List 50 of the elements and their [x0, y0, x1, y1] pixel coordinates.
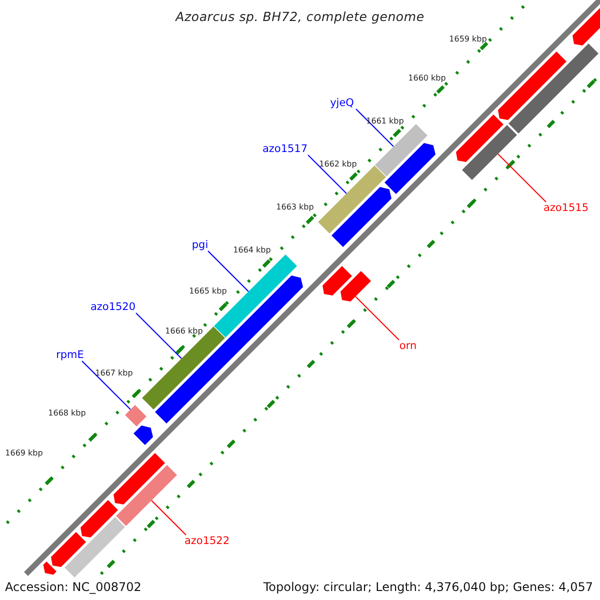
gene-label: azo1522 — [184, 535, 230, 547]
gene-label: azo1515 — [543, 202, 589, 214]
leader-line — [498, 154, 546, 202]
tick-label: 1663 kbp — [276, 202, 314, 212]
gene-feature — [340, 271, 371, 302]
tick-label: 1668 kbp — [48, 408, 86, 418]
tick-label: 1666 kbp — [165, 326, 203, 336]
gene-feature — [80, 500, 118, 538]
gene-feature — [332, 187, 392, 247]
tick-label: 1662 kbp — [319, 160, 357, 168]
leader-line — [208, 250, 249, 292]
gene-feature — [125, 405, 146, 426]
tick-label: 1669 kbp — [5, 448, 43, 458]
gene-feature — [498, 52, 566, 120]
genome-info-text: Topology: circular; Length: 4,376,040 bp; Genes: 4,057 — [263, 580, 593, 594]
gene-feature — [142, 326, 225, 410]
gene-feature — [155, 276, 303, 424]
gene-label: azo1517 — [262, 143, 308, 155]
tick-label: 1659 kbp — [449, 34, 487, 44]
tick-label: 1665 kbp — [189, 286, 227, 296]
gene-feature — [322, 266, 352, 296]
tick-label: 1667 kbp — [95, 368, 133, 378]
leader-line — [308, 154, 347, 194]
gene-feature — [508, 44, 598, 134]
gene-feature — [462, 125, 517, 180]
gene-label: azo1520 — [90, 301, 136, 313]
gene-feature — [375, 124, 428, 176]
diagram-title: Azoarcus sp. BH72, complete genome — [174, 9, 426, 24]
gene-feature — [51, 532, 86, 567]
gene-feature — [214, 254, 297, 338]
gene-label: yjeQ — [330, 97, 354, 109]
leader-line — [151, 500, 186, 536]
leader-line — [356, 108, 394, 147]
leader-line — [355, 296, 400, 340]
gene-feature — [64, 517, 125, 578]
gene-label: rpmE — [56, 349, 84, 361]
gene-feature — [116, 465, 177, 526]
tick-label: 1660 kbp — [408, 74, 446, 82]
tick-label: 1664 kbp — [233, 246, 271, 254]
gene-label: orn — [399, 340, 417, 352]
accession-text: Accession: NC_008702 — [5, 580, 142, 594]
leader-line — [136, 312, 182, 359]
leader-line — [82, 360, 131, 410]
gene-feature — [134, 426, 153, 445]
tick-label: 1661 kbp — [366, 116, 404, 126]
gene-feature — [114, 453, 165, 504]
gene-label: pgi — [192, 239, 208, 251]
gene-feature — [43, 562, 56, 575]
gene-feature — [384, 143, 436, 194]
gene-feature — [456, 114, 504, 162]
